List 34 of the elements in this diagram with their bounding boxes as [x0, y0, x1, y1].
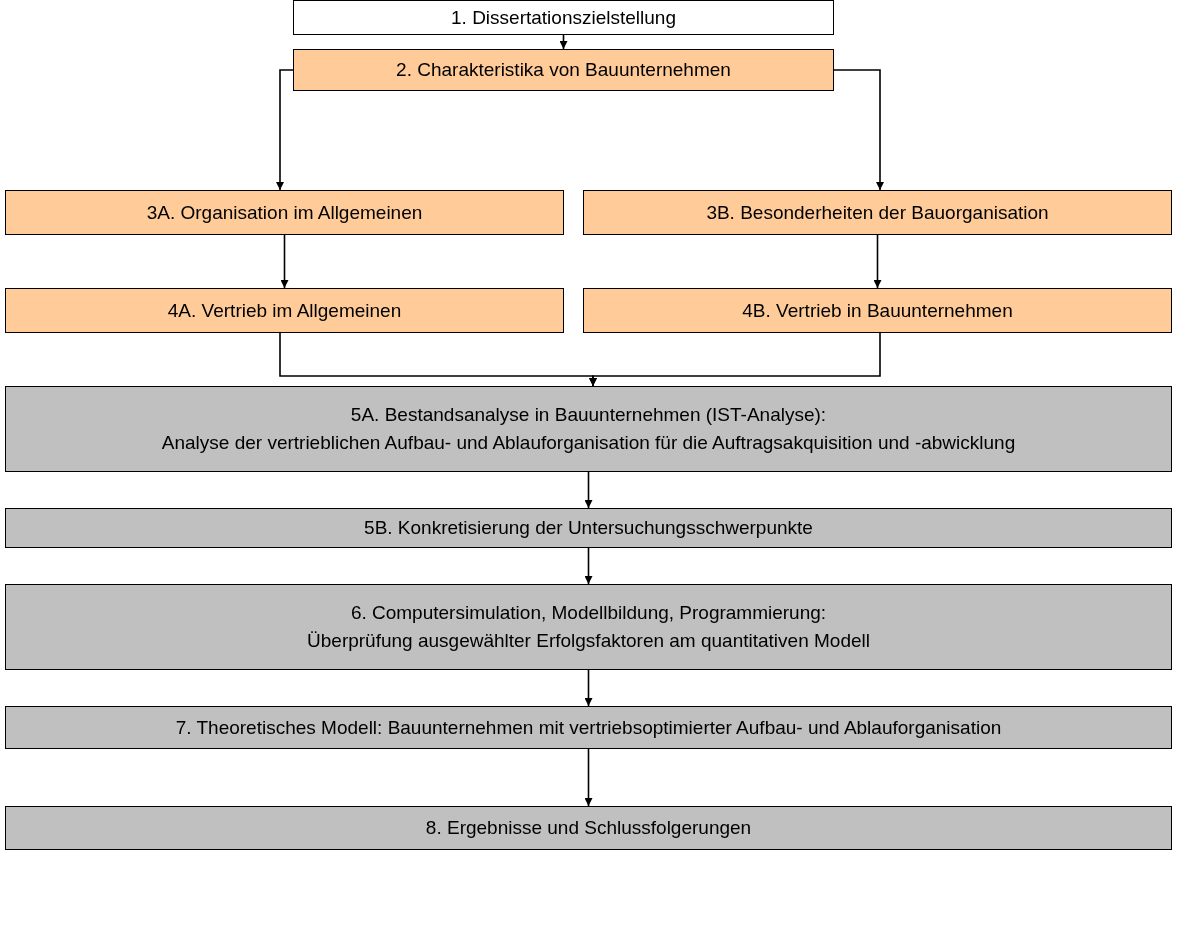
- process-box: [293, 49, 834, 91]
- box-text: 5B. Konkretisierung der Untersuchungsschwerpunkte: [364, 516, 813, 540]
- box-text: Analyse der vertrieblichen Aufbau- und Ablauforganisation für die Auftragsakquisition und -abwicklung: [161, 431, 1016, 455]
- box-text: 3A. Organisation im Allgemeinen: [146, 200, 423, 225]
- arrow: [873, 234, 882, 289]
- box-text: 4A. Vertrieb im Allgemeinen: [167, 298, 402, 323]
- arrow: [584, 748, 593, 807]
- box-text: 6. Computersimulation, Modellbildung, Programmierung:: [350, 601, 827, 625]
- box-text: 4B. Vertrieb in Bauunternehmen: [742, 298, 1013, 323]
- process-box: [583, 190, 1172, 235]
- process-box: [5, 584, 1172, 670]
- arrow: [584, 669, 593, 707]
- arrow: [559, 34, 568, 50]
- box-text: 7. Theoretisches Modell: Bauunternehmen mit vertriebsoptimierter Aufbau- und Ablauforganisation: [175, 715, 1002, 740]
- process-box: [5, 190, 564, 235]
- arrow: [589, 332, 881, 387]
- process-box: [5, 806, 1172, 850]
- box-text: 3B. Besonderheiten der Bauorganisation: [706, 200, 1049, 225]
- process-box: [583, 288, 1172, 333]
- arrow: [584, 547, 593, 585]
- box-text: 2. Charakteristika von Bauunternehmen: [396, 58, 731, 82]
- box-text: 5A. Bestandsanalyse in Bauunternehmen (IST-Analyse):: [350, 403, 827, 427]
- process-box: [5, 706, 1172, 749]
- arrow: [280, 234, 289, 289]
- box-text: 1. Dissertationszielstellung: [451, 5, 676, 30]
- process-box: [5, 386, 1172, 472]
- arrow: [276, 69, 294, 191]
- process-box: [293, 0, 834, 35]
- arrow: [584, 471, 593, 509]
- process-box: [5, 508, 1172, 548]
- box-text: Überprüfung ausgewählter Erfolgsfaktoren am quantitativen Modell: [307, 629, 870, 653]
- box-text: 8. Ergebnisse und Schlussfolgerungen: [425, 816, 752, 840]
- process-box: [5, 288, 564, 333]
- arrow: [833, 69, 884, 191]
